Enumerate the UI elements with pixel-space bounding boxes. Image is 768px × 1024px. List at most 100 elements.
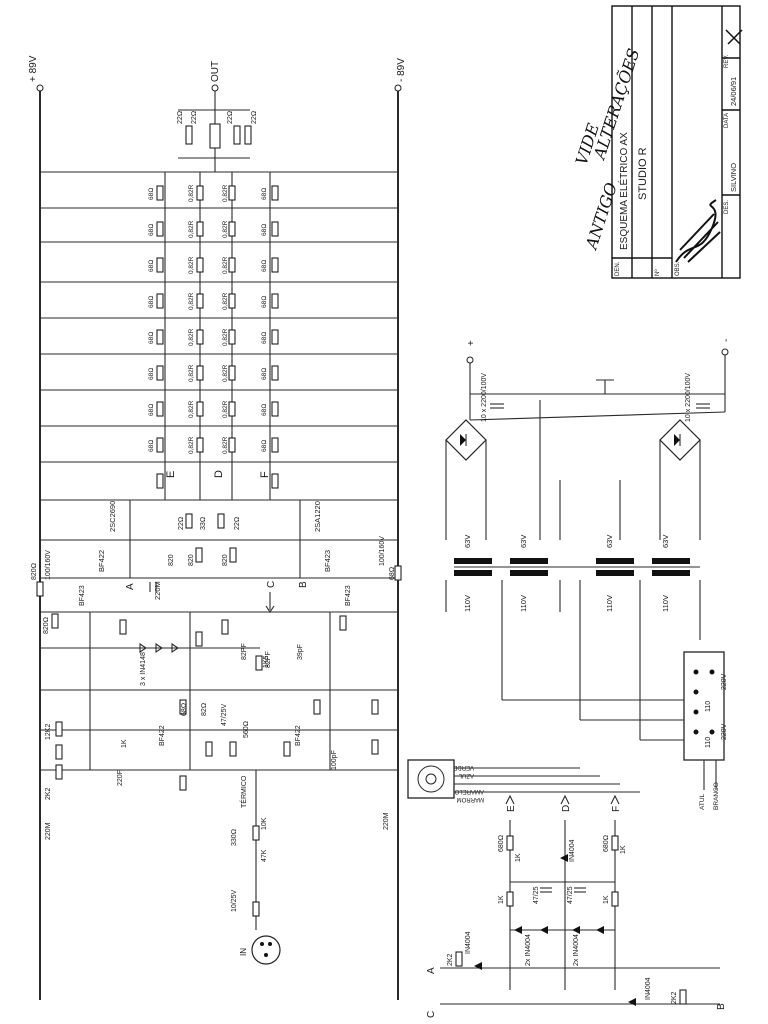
reg-res-680b: 680Ω: [603, 835, 610, 852]
base-res-label-1: 68Ω: [148, 188, 155, 200]
reg-cap-47a: 47/25: [533, 886, 540, 904]
reg-res-1k-d: 1K: [620, 845, 627, 854]
selector-220v-top: 220V: [721, 673, 728, 690]
res-82-in: 82Ω: [201, 703, 208, 716]
psu-plus: +: [466, 340, 477, 346]
fan: VERDE AZUL AMARELO MARROM: [407, 759, 640, 802]
q3-label: BF422: [295, 725, 302, 746]
reg-node-d: D: [561, 805, 572, 812]
base-res-label-11: 68Ω: [261, 260, 268, 272]
data-label: DATA: [724, 113, 730, 128]
voltage-selector: 220V 110 220V 110: [683, 651, 728, 761]
reg-diode-4: IN4004: [645, 977, 652, 1000]
psu-cap-2: 10 x 2200/100V: [685, 373, 692, 422]
reg-diode-1: IN4004: [465, 931, 472, 954]
q-pre-top-label: BF422: [97, 550, 106, 572]
node-e: E: [165, 471, 177, 478]
base-res-label-9: 68Ω: [261, 188, 268, 200]
node-f: F: [259, 471, 271, 478]
reg-node-e: E: [506, 805, 517, 812]
driver-res-820c: 820: [168, 554, 175, 566]
cap-100pf: 100pF: [331, 750, 338, 770]
q-bot-label: 2SA1220: [313, 501, 322, 532]
bias-res-33: 33Ω: [200, 517, 207, 530]
handwriting-alteracoes: ALTERAÇÕES: [588, 46, 643, 163]
base-res-label-2: 68Ω: [148, 224, 155, 236]
reg-node-c: C: [426, 1011, 437, 1018]
driver-stage: 33Ω 22Ω 22Ω 820 820 820 2SC2690 2SA1220 …: [40, 500, 398, 613]
supply-rails: + 89V - 89V: [28, 55, 407, 1000]
bias-res-22b: 22Ω: [234, 517, 241, 530]
input-res-10k: 10K: [261, 817, 268, 830]
bottom-cap-2: 220M: [383, 812, 390, 830]
driver-res-820b: 820: [222, 554, 229, 566]
title-block: DEN. ESQUEMA ELÉTRICO AX STUDIO R Nº OBS…: [572, 5, 743, 279]
out-res-1: 22Ω: [177, 111, 184, 124]
cap-47-25: 47/25V: [221, 703, 228, 726]
emitter-res-label-6: 0,82R: [188, 364, 195, 382]
xf3-sec: 63V: [605, 535, 614, 548]
q4-label: BF423: [345, 585, 352, 606]
emitter-res-label-11: 0,82R: [222, 256, 229, 274]
base-res-label-8: 68Ω: [148, 440, 155, 452]
cap-top-label: 220M: [153, 581, 162, 600]
reg-node-b: B: [716, 1003, 727, 1010]
out-label: OUT: [210, 61, 221, 82]
output-transistor-grid: 68Ω 68Ω 68Ω 68Ω 68Ω 68Ω 68Ω 68Ω 68Ω 68Ω …: [40, 172, 398, 501]
diodes-label: 3 x IN4148: [140, 652, 147, 686]
obs-label: OBS.: [675, 261, 681, 276]
emitter-res-label-2: 0,82R: [188, 220, 195, 238]
bridge-rectifier-1: [445, 419, 487, 461]
thermal-label: TÉRMICO: [239, 775, 248, 808]
emitter-res-label-12: 0,82R: [222, 292, 229, 310]
driver-res-820a: 820: [188, 554, 195, 566]
xf3-pri: 110V: [605, 595, 614, 612]
base-res-label-7: 68Ω: [148, 404, 155, 416]
res-68-bot: 68Ω: [389, 567, 396, 580]
den-label: DEN.: [615, 261, 621, 276]
psu-minus: -: [721, 339, 732, 342]
bottom-cap-1: 220M: [45, 822, 52, 840]
regulator: E D F A C B IN4004 2x IN4004 2x IN4004 I…: [426, 794, 727, 1018]
res-2k2: 2K2: [45, 787, 52, 800]
emitter-res-label-5: 0,82R: [188, 328, 195, 346]
voltage-selector-switch[interactable]: [683, 651, 725, 761]
neg-rail-label: - 89V: [396, 58, 407, 82]
reg-res-1k-a: 1K: [515, 853, 522, 862]
base-res-label-4: 68Ω: [148, 296, 155, 308]
fan-wire-marrom: MARROM: [457, 796, 484, 802]
node-a: A: [125, 583, 136, 590]
emitter-res-label-4: 0,82R: [188, 292, 195, 310]
base-res-label-5: 68Ω: [148, 332, 155, 344]
cap-220f: 220F: [117, 770, 124, 786]
fan-wire-verde: VERDE: [453, 764, 474, 770]
out-res-3: 22Ω: [227, 111, 234, 124]
emitter-res-label-10: 0,82R: [222, 220, 229, 238]
q2-label: BF422: [159, 725, 166, 746]
xf4-sec: 63V: [661, 535, 670, 548]
emitter-res-label-15: 0,82R: [222, 400, 229, 418]
base-res-label-14: 68Ω: [261, 368, 268, 380]
mains-wire-branco: BRANCO: [713, 782, 720, 810]
res-820-in: 820Ω: [43, 617, 50, 634]
selector-110-bot: 110: [705, 737, 712, 748]
fan-wire-amarelo: AMARELO: [454, 788, 484, 794]
cap-82pf-b: 82PF: [265, 651, 272, 668]
n-label: Nº: [654, 269, 661, 276]
input-label: IN: [239, 948, 248, 956]
base-res-label-13: 68Ω: [261, 332, 268, 344]
transformers: 63V 63V 63V 63V 110V 110V 110V 110V: [454, 535, 700, 612]
bias-res-22a: 22Ω: [178, 517, 185, 530]
psu-cap-1: 10 x 2200/100V: [481, 373, 488, 422]
rev-label: REV.: [724, 54, 730, 68]
pos-rail-label: + 89V: [28, 55, 39, 82]
input-cap-10-25: 10/25V: [231, 889, 238, 912]
res-1k5: 1K5: [263, 655, 270, 668]
signature-scribble-icon: [675, 29, 743, 263]
q-pre-bot-label: BF423: [323, 550, 332, 572]
emitter-res-label-13: 0,82R: [222, 328, 229, 346]
handwriting-antigo: ANTIGO: [581, 180, 621, 253]
emitter-res-label-9: 0,82R: [222, 184, 229, 202]
base-res-label-16: 68Ω: [261, 440, 268, 452]
